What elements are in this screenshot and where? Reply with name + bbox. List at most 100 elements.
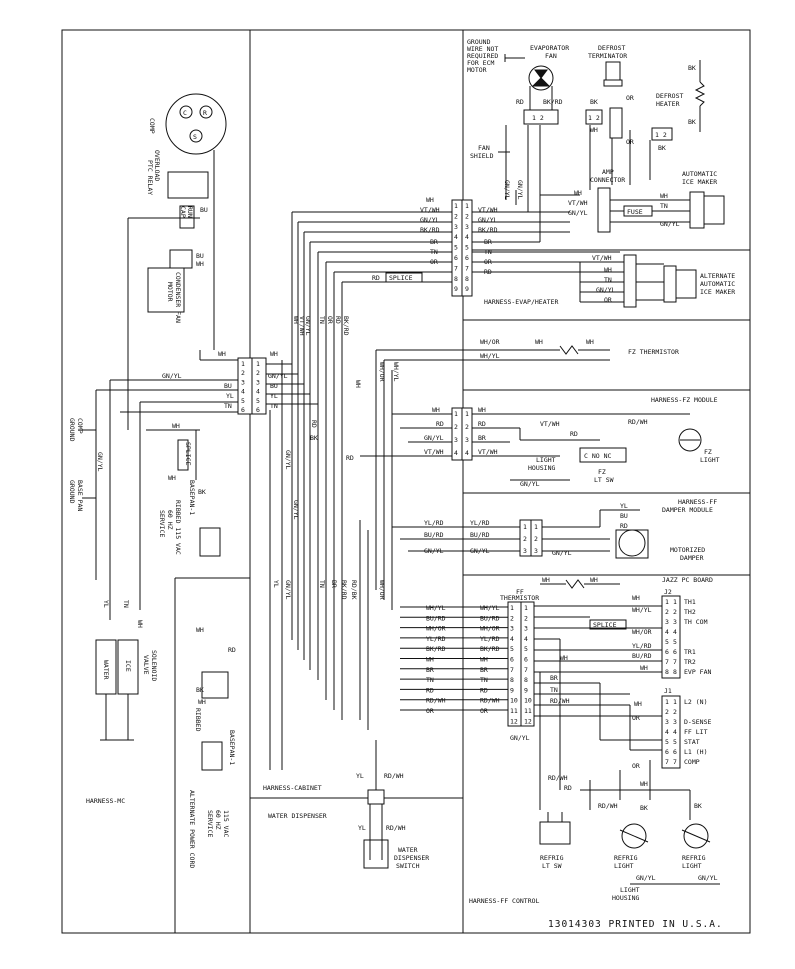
- evap-pin-label: 8: [454, 275, 458, 283]
- svg-text:GN/YL: GN/YL: [96, 452, 104, 472]
- svg-text:WH: WH: [292, 316, 300, 324]
- svg-text:GN/YL: GN/YL: [660, 220, 680, 228]
- svg-text:TN: TN: [318, 580, 326, 588]
- svg-text:BK: BK: [590, 98, 598, 106]
- fan-shield: FAN SHIELD GN/YL GN/YL: [470, 144, 524, 200]
- svg-text:C: C: [183, 109, 187, 117]
- svg-text:ICE MAKER: ICE MAKER: [682, 178, 717, 186]
- evap-pin-label: 4: [465, 233, 469, 241]
- svg-text:YL: YL: [270, 392, 278, 400]
- svg-text:WH: WH: [354, 380, 362, 388]
- svg-text:HOUSING: HOUSING: [528, 464, 555, 472]
- svg-text:ALTERNATE POWER CORD: ALTERNATE POWER CORD: [188, 790, 196, 868]
- svg-text:BU/RD: BU/RD: [424, 531, 444, 539]
- svg-text:COMP: COMP: [76, 418, 84, 434]
- svg-text:SWITCH: SWITCH: [396, 862, 420, 870]
- svg-text:GN/YL: GN/YL: [424, 434, 444, 442]
- svg-text:GN/YL: GN/YL: [304, 316, 312, 336]
- ffc-right-wire-label: BK/RD: [480, 645, 500, 653]
- svg-text:JAZZ PC BOARD: JAZZ PC BOARD: [662, 576, 713, 584]
- svg-text:WH: WH: [632, 594, 640, 602]
- ff-control-wiring: RD/WH RD RD/WH WH BK BK OR OR WH WH WH/Y…: [534, 594, 702, 820]
- svg-text:60 HZ: 60 HZ: [214, 810, 222, 830]
- svg-text:LT SW: LT SW: [542, 862, 562, 870]
- svg-text:LIGHT: LIGHT: [536, 456, 556, 464]
- harness-cabinet-label: HARNESS-CABINET: [263, 784, 322, 792]
- svg-text:PTC RELAY: PTC RELAY: [146, 160, 154, 195]
- svg-text:YL: YL: [620, 502, 628, 510]
- svg-text:OR: OR: [604, 296, 612, 304]
- svg-text:WATER: WATER: [398, 846, 418, 854]
- svg-text:SPLICE: SPLICE: [593, 621, 617, 629]
- ffc-left-wire-label: BR: [426, 666, 434, 674]
- ffc-left-wire-label: RD/WH: [426, 697, 446, 705]
- ffc-right-wire-label: WH/YL: [480, 604, 500, 612]
- j2-pin-number: 2: [665, 608, 669, 616]
- j2-pin-number: 4: [665, 628, 669, 636]
- ffc-right-wire-label: YL/RD: [480, 635, 500, 643]
- ffc-pin-label: 8: [510, 676, 514, 684]
- svg-text:FZ THERMISTOR: FZ THERMISTOR: [628, 348, 679, 356]
- ffc-pin-label: 1: [510, 604, 514, 612]
- fz-pin-label: 2: [454, 423, 458, 431]
- svg-text:OR: OR: [326, 316, 334, 324]
- evaporator-fan: EVAPORATOR FAN 1 2 RD BK/RD: [516, 44, 569, 125]
- mc-pin-number: 6: [241, 406, 245, 414]
- svg-text:WATER: WATER: [102, 660, 110, 680]
- svg-text:GN/YL: GN/YL: [284, 450, 292, 470]
- evap-pin-label: 2: [465, 212, 469, 220]
- svg-text:RD/WH: RD/WH: [598, 802, 618, 810]
- j2-pin-name: TR1: [684, 648, 696, 656]
- svg-text:BU: BU: [224, 382, 232, 390]
- j2-pin-name: TH COM: [684, 618, 708, 626]
- svg-text:MOTORIZED: MOTORIZED: [670, 546, 705, 554]
- svg-text:BU: BU: [620, 512, 628, 520]
- evap-wire-tn: TN: [430, 248, 438, 256]
- mc-pin-number: 4: [256, 388, 260, 396]
- j1-pin-number: 3: [673, 718, 677, 726]
- svg-text:SERVICE: SERVICE: [206, 810, 214, 837]
- svg-text:MOTOR: MOTOR: [166, 282, 174, 302]
- svg-text:BU: BU: [196, 252, 204, 260]
- svg-text:WH: WH: [432, 406, 440, 414]
- svg-text:LIGHT: LIGHT: [700, 456, 720, 464]
- svg-text:BK/RD: BK/RD: [342, 316, 350, 336]
- ffc-pin-label: 5: [524, 645, 528, 653]
- svg-text:BK: BK: [688, 64, 696, 72]
- svg-text:YL: YL: [272, 580, 280, 588]
- svg-text:BK: BK: [198, 488, 206, 496]
- j2-pin-number: 4: [673, 628, 677, 636]
- j1-pin-name: L2 (N): [684, 698, 707, 706]
- svg-text:WH: WH: [196, 260, 204, 268]
- svg-text:BK/RD: BK/RD: [340, 580, 348, 600]
- svg-text:GROUND: GROUND: [68, 480, 76, 504]
- svg-text:GROUND: GROUND: [68, 418, 76, 442]
- svg-text:60 HZ: 60 HZ: [166, 510, 174, 530]
- fz-pin-label: 3: [454, 436, 458, 444]
- footer-print-code: 13014303 PRINTED IN U.S.A.: [548, 919, 723, 930]
- svg-text:THERMISTOR: THERMISTOR: [500, 594, 539, 602]
- j1-pin-number: 1: [673, 698, 677, 706]
- svg-text:LIGHT: LIGHT: [620, 886, 640, 894]
- svg-text:C NO NC: C NO NC: [584, 452, 611, 460]
- ffc-pin-label: 6: [524, 656, 528, 664]
- svg-text:RD/WH: RD/WH: [550, 697, 570, 705]
- svg-text:RD/WH: RD/WH: [548, 774, 568, 782]
- svg-text:YL: YL: [356, 772, 364, 780]
- ffc-left-wire-label: WH/OR: [426, 625, 446, 633]
- svg-text:WH: WH: [168, 474, 176, 482]
- j2-pin-name: TH1: [684, 598, 696, 606]
- svg-text:S: S: [193, 133, 197, 141]
- svg-text:LIGHT: LIGHT: [682, 862, 702, 870]
- svg-text:ICE MAKER: ICE MAKER: [700, 288, 735, 296]
- svg-text:RD/BK: RD/BK: [350, 580, 358, 600]
- svg-text:VT/WH: VT/WH: [298, 316, 306, 336]
- svg-text:YL/RD: YL/RD: [424, 519, 444, 527]
- svg-text:RD/WH: RD/WH: [384, 772, 404, 780]
- svg-text:RD: RD: [228, 646, 236, 654]
- svg-text:GN/YL: GN/YL: [503, 180, 511, 200]
- svg-text:BK/RD: BK/RD: [543, 98, 563, 106]
- svg-text:OR: OR: [626, 94, 634, 102]
